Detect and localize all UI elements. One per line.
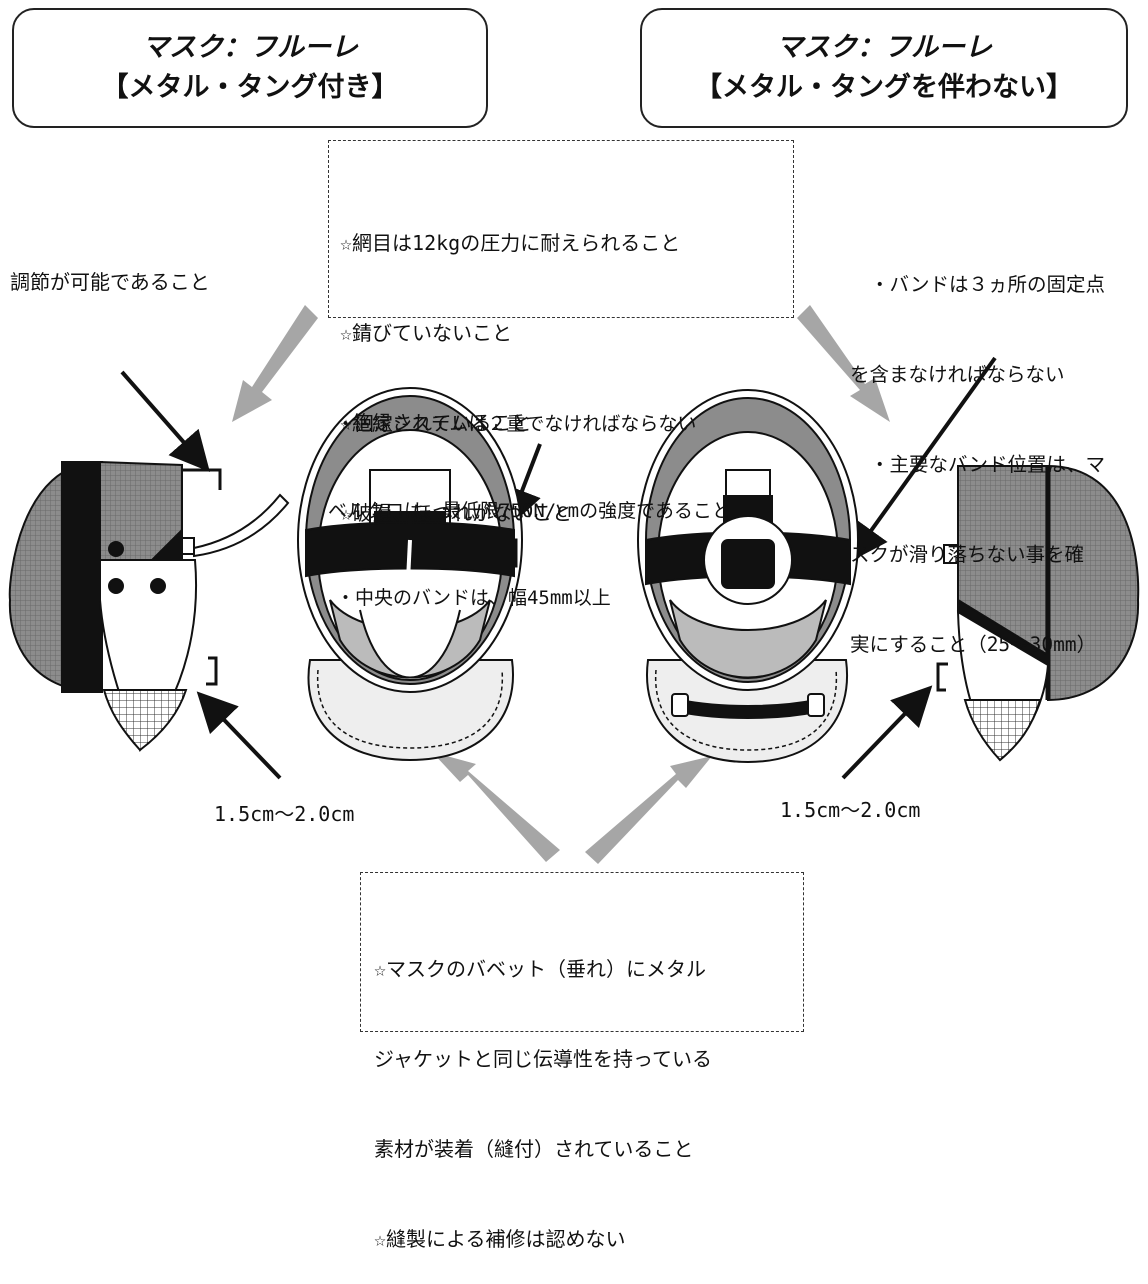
gray-arrow-to-right-mask xyxy=(797,305,890,422)
mesh-line-3: ☆絶縁されていること xyxy=(340,411,532,435)
mesh-line-4: ☆破損、ほつれがないこと xyxy=(340,501,573,525)
bib-line-3: 素材が装着（縫付）されていること xyxy=(374,1137,694,1161)
mesh-requirements-text: ☆網目は12kgの圧力に耐えられること ☆錆びていないこと ☆絶縁されていること… xyxy=(340,168,680,558)
title-left-line1: マスク：フルーレ xyxy=(142,32,358,63)
bib-line-2: ジャケットと同じ伝導性を持っている xyxy=(374,1047,712,1071)
fixing-line-2: ベルクロは、最低限750N/cmの強度であること xyxy=(328,500,731,522)
mesh-requirements-box xyxy=(328,140,794,318)
band-line-5: 実にすること（25～30mm） xyxy=(850,633,1097,656)
arrow-measure-left xyxy=(196,691,282,780)
mesh-line-2: ☆錆びていないこと xyxy=(340,321,513,345)
center-right-mask-back-view xyxy=(637,389,859,764)
fixing-line-1: ・固定システムは２重でなければならない xyxy=(336,413,697,435)
arrow-band-position xyxy=(848,356,997,563)
band-line-4: スクが滑り落ちない事を確 xyxy=(850,543,1085,566)
title-right-line2: 【メタル・タングを伴わない】 xyxy=(695,72,1073,103)
band-note: ・バンドは３ヵ所の固定点 を含まなければならない ・主要なバンド位置は、マ スク… xyxy=(850,210,1105,690)
title-left-line2: 【メタル・タング付き】 xyxy=(101,72,399,103)
fixing-line-3: ・中央のバンドは、幅45mm以上 xyxy=(336,587,611,609)
bib-line-1: ☆マスクのバベット（垂れ）にメタル xyxy=(374,957,707,981)
title-box-right: マスク：フルーレ 【メタル・タングを伴わない】 xyxy=(640,8,1128,128)
title-right-line1: マスク：フルーレ xyxy=(776,32,992,63)
measure-right: 1.5cm～2.0cm xyxy=(780,798,921,822)
gray-arrow-bib-left xyxy=(432,752,560,862)
band-line-3: ・主要なバンド位置は、マ xyxy=(870,453,1105,476)
arrow-adjust xyxy=(120,370,210,473)
gray-arrow-bib-right xyxy=(585,756,712,864)
bib-requirements-box xyxy=(360,872,804,1032)
measure-left: 1.5cm～2.0cm xyxy=(214,802,355,826)
right-mask-side-view xyxy=(936,464,1140,762)
band-line-2: を含まなければならない xyxy=(850,363,1065,386)
title-box-left: マスク：フルーレ 【メタル・タング付き】 xyxy=(12,8,488,128)
bib-requirements-text: ☆マスクのバベット（垂れ）にメタル ジャケットと同じ伝導性を持っている 素材が装… xyxy=(374,894,712,1284)
arrow-measure-right xyxy=(841,685,933,780)
left-mask-side-view xyxy=(8,460,290,752)
adjust-label: 調節が可能であること xyxy=(10,270,210,294)
band-line-1: ・バンドは３ヵ所の固定点 xyxy=(870,273,1105,296)
center-left-mask-back-view xyxy=(297,387,523,762)
diagram-artwork xyxy=(8,305,1140,864)
gray-arrow-to-left-mask xyxy=(232,305,318,422)
mesh-line-1: ☆網目は12kgの圧力に耐えられること xyxy=(340,231,681,255)
bib-line-4: ☆縫製による補修は認めない xyxy=(374,1227,626,1251)
fixing-note: ・固定システムは２重でなければならない ベルクロは、最低限750N/cmの強度で… xyxy=(328,352,731,642)
